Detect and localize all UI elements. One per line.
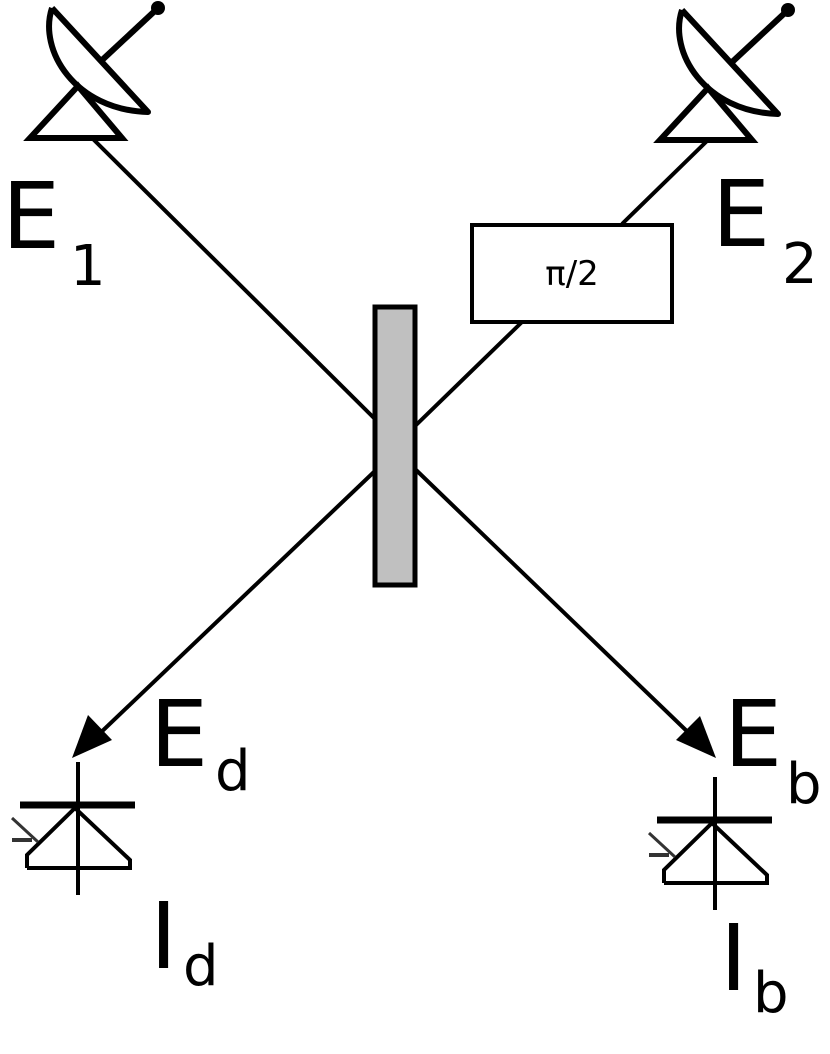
beam-e2-upper — [620, 138, 710, 226]
antenna-e2 — [660, 3, 795, 140]
antenna-e1 — [30, 1, 165, 138]
svg-text:2: 2 — [782, 232, 818, 297]
svg-text:E: E — [150, 681, 208, 788]
svg-text:I: I — [150, 883, 177, 990]
svg-text:1: 1 — [70, 234, 106, 299]
label-eb: E b — [724, 681, 822, 817]
photodiode-icon — [12, 762, 135, 895]
label-e2: E 2 — [712, 161, 818, 297]
satellite-dish-icon — [30, 1, 165, 138]
svg-text:d: d — [183, 934, 219, 999]
label-ib: I b — [720, 905, 789, 1026]
arrowhead-eb — [676, 716, 716, 758]
svg-text:b: b — [753, 961, 789, 1026]
svg-text:b: b — [786, 752, 822, 817]
svg-text:E: E — [2, 163, 60, 270]
svg-text:E: E — [712, 161, 770, 268]
beam-splitter — [372, 304, 418, 588]
detector-b — [649, 777, 772, 910]
beam-e2-lower — [411, 320, 524, 430]
detector-d — [12, 762, 135, 895]
beam-ed — [93, 468, 378, 740]
beam-eb — [412, 466, 696, 740]
label-id: I d — [150, 883, 219, 999]
svg-text:d: d — [215, 739, 251, 804]
label-e1: E 1 — [2, 163, 106, 299]
label-ed: E d — [150, 681, 251, 804]
photodiode-icon — [649, 777, 772, 910]
arrowhead-ed — [72, 715, 112, 758]
phase-shifter-label: π/2 — [545, 254, 599, 294]
phase-shifter: π/2 — [470, 223, 674, 324]
satellite-dish-icon — [660, 3, 795, 140]
svg-text:I: I — [720, 905, 747, 1012]
svg-text:E: E — [724, 681, 782, 788]
beam-e1 — [90, 136, 380, 424]
